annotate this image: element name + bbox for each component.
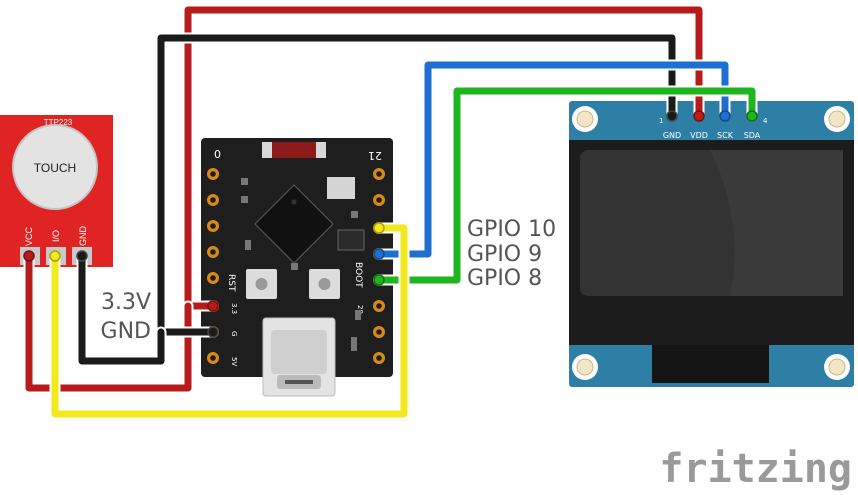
annotations: 3.3V GND GPIO 10 GPIO 9 GPIO 8	[101, 217, 557, 344]
touch-pad[interactable]	[12, 124, 98, 210]
mcu-pin-label-20: 20	[356, 305, 364, 314]
wire-endpoint	[23, 250, 35, 262]
oled-mount-hole-ring	[828, 358, 846, 376]
mcu-capacitor	[241, 178, 248, 185]
mcu-top-left-label: 0	[214, 148, 221, 161]
mcu-resistor	[351, 337, 357, 351]
mcu-pin-hole	[210, 197, 216, 203]
mcu-pin-label-3v3: 3.3	[230, 303, 238, 314]
oled-screen-glare	[710, 150, 843, 296]
mcu-pin-label-gnd: G	[230, 331, 238, 336]
mcu-led	[262, 142, 326, 158]
wire-endpoint	[207, 326, 219, 338]
touch-module-model: TTP223	[44, 118, 73, 127]
oled-pin-label-vdd: VDD	[690, 131, 708, 140]
touch-module: TTP223 TOUCH VCC I/O GND	[0, 115, 113, 267]
mcu-regulator	[337, 229, 365, 251]
mcu-top-right-label: 21	[368, 149, 382, 162]
touch-pin-label-vcc: VCC	[24, 226, 34, 246]
touch-pin-label-io: I/O	[51, 230, 61, 242]
wire-endpoint	[666, 110, 678, 122]
wire-endpoint	[373, 248, 385, 260]
wire-endpoint	[207, 300, 219, 312]
mcu-led-cap-left	[262, 142, 272, 158]
wire-endpoint	[49, 250, 61, 262]
oled-pin-label-sck: SCK	[717, 131, 734, 140]
oled-pin-label-gnd: GND	[663, 131, 681, 140]
mcu-board: 0 21 RST BOOT 3.3 G 5V 20	[201, 138, 393, 397]
oled-pin-label-sda: SDA	[744, 131, 761, 140]
mcu-resistor	[355, 310, 361, 320]
wires	[23, 4, 758, 420]
wire-blue-gpio9-sck[interactable]	[375, 61, 729, 258]
wire-red-3v3-touch[interactable]	[25, 252, 192, 392]
wire-black-gnd-touch[interactable]	[78, 252, 165, 365]
fritzing-logo: fritzing	[659, 446, 852, 492]
oled-display: 1 4 GND VDD SCK SDA	[569, 101, 854, 387]
rst-button-label: RST	[226, 274, 236, 292]
mcu-pin-hole	[376, 197, 382, 203]
rst-button-cap[interactable]	[255, 278, 268, 290]
mcu-pin-hole	[210, 275, 216, 281]
wire-yellow-gpio10-io[interactable]	[51, 224, 408, 418]
mcu-pin-label-5v: 5V	[230, 357, 238, 366]
wire-red-3v3-vdd[interactable]	[184, 6, 703, 310]
oled-flex-cable	[652, 345, 769, 383]
mcu-capacitor	[351, 211, 358, 218]
mcu-pin-hole	[210, 171, 216, 177]
wire-green-gpio8-sda[interactable]	[375, 87, 756, 284]
touch-pin-label-gnd: GND	[78, 226, 88, 247]
touch-pad-label: TOUCH	[34, 161, 76, 175]
mcu-pin-hole	[210, 355, 216, 361]
wire-endpoint	[373, 274, 385, 286]
label-gpio-10: GPIO 10	[467, 217, 556, 242]
oled-pin-number-last: 4	[763, 117, 768, 125]
oled-pin-number-first: 1	[659, 117, 663, 125]
mcu-pin-hole	[210, 223, 216, 229]
usb-c-contacts	[285, 380, 313, 384]
oled-mount-hole-ring	[828, 110, 846, 128]
mcu-resistor	[245, 240, 251, 250]
usb-c-shell	[271, 330, 327, 374]
mcu-capacitor	[291, 263, 298, 270]
wire-endpoint	[719, 110, 731, 122]
mcu-pin-hole	[376, 171, 382, 177]
mcu-capacitor	[241, 196, 248, 203]
mcu-pin-hole	[376, 355, 382, 361]
label-3v3: 3.3V	[101, 290, 151, 315]
wire-endpoint	[693, 110, 705, 122]
mcu-pin-hole	[376, 303, 382, 309]
label-gpio-8: GPIO 8	[467, 266, 542, 291]
mcu-led-cap-right	[316, 142, 326, 158]
mcu-chip-dot	[291, 199, 297, 205]
boot-button-cap[interactable]	[318, 278, 331, 290]
mcu-pin-hole	[210, 249, 216, 255]
mcu-pin-hole	[376, 329, 382, 335]
oled-mount-hole-ring	[576, 358, 594, 376]
wire-endpoints	[23, 110, 758, 338]
wire-endpoint	[373, 222, 385, 234]
label-gpio-9: GPIO 9	[467, 242, 542, 267]
wire-endpoint	[76, 250, 88, 262]
label-gnd: GND	[101, 319, 151, 344]
mcu-antenna	[327, 177, 355, 199]
wire-endpoint	[746, 110, 758, 122]
oled-mount-hole-ring	[576, 110, 594, 128]
boot-button-label: BOOT	[353, 262, 363, 288]
